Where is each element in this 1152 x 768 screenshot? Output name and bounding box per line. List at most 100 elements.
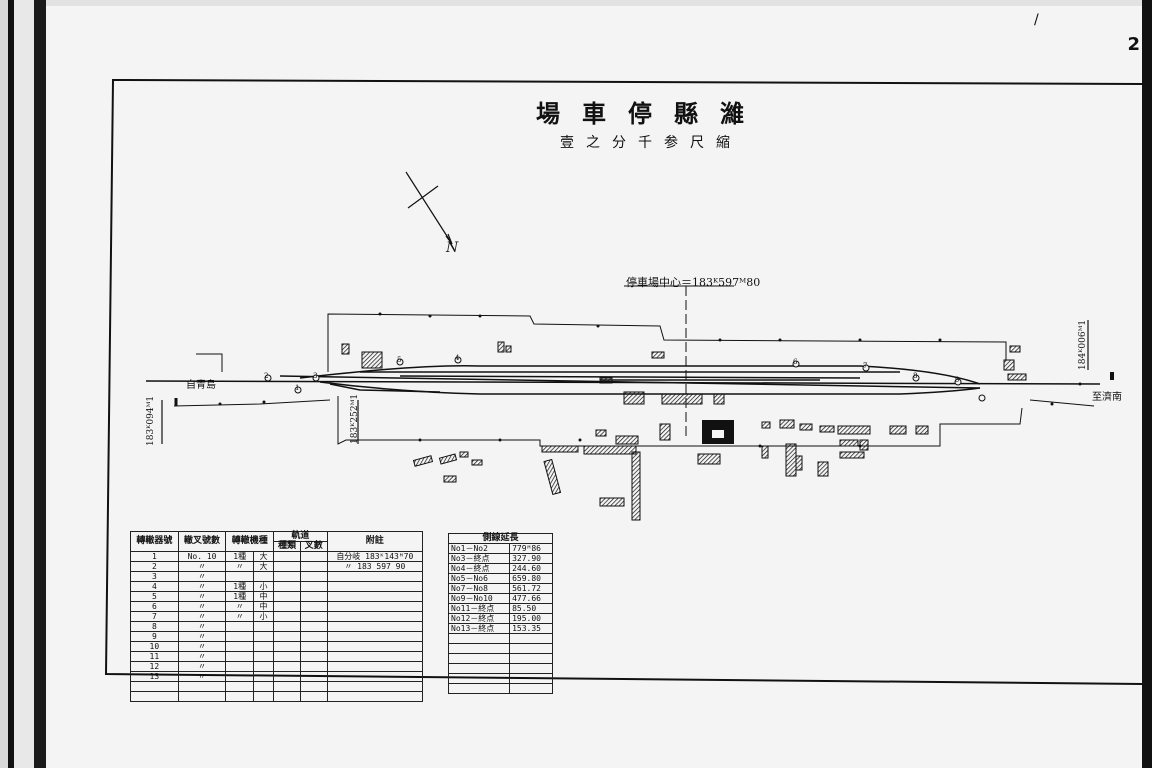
table-row [447, 643, 553, 654]
table-cell: 1種 [225, 551, 254, 562]
table-cell: No4－終点 [447, 563, 511, 574]
table-cell: 327.90 [509, 553, 553, 564]
table-cell: No7－No8 [447, 583, 511, 594]
table-cell [326, 621, 424, 632]
table-cell [299, 571, 328, 582]
table-cell: 大 [252, 551, 275, 562]
table-cell: 561.72 [509, 583, 553, 594]
table-cell [326, 591, 424, 602]
table-cell: 中 [252, 591, 275, 602]
table-cell [326, 651, 424, 662]
table-cell: 779ᴹ86 [509, 543, 553, 554]
table-cell [299, 651, 328, 662]
table-row: 5〃1種中 [130, 591, 424, 602]
table-row [130, 691, 424, 702]
direction-right-label: 至濟南 [1092, 392, 1122, 403]
switch-label: 7 [863, 362, 868, 370]
table-row: 11〃 [130, 651, 424, 662]
km-mid-label: 183ᴷ252ᴹ1 [350, 393, 360, 444]
table-cell [326, 661, 424, 672]
table-cell: 小 [252, 581, 275, 592]
table-cell [273, 651, 301, 662]
switch-label: 4 [455, 354, 460, 362]
table-cell [225, 651, 254, 662]
table-cell [273, 571, 301, 582]
table-cell: No12－終点 [447, 613, 511, 624]
table-cell: No13－終点 [447, 623, 511, 634]
table-cell [252, 671, 275, 682]
table-cell [225, 671, 254, 682]
map-frame [104, 78, 1143, 685]
table-cell: 659.80 [509, 573, 553, 584]
table-cell [252, 621, 275, 632]
table-cell: 〃 [177, 631, 227, 642]
switch-table-subheader: 叉數 [299, 541, 328, 552]
table-row [447, 653, 553, 664]
table-row: 12〃 [130, 661, 424, 672]
signal-dots [218, 312, 1082, 448]
table-cell: 9 [130, 631, 179, 642]
table-cell [299, 641, 328, 652]
table-row [447, 663, 553, 674]
switch-table-subheader: 種類 [273, 541, 301, 552]
table-cell [252, 651, 275, 662]
table-cell [299, 591, 328, 602]
table-cell: 大 [252, 561, 275, 572]
table-cell: 小 [252, 611, 275, 622]
table-row: 9〃 [130, 631, 424, 642]
table-cell: 3 [130, 571, 179, 582]
table-cell: 4 [130, 581, 179, 592]
switch-table-header: 軌道 [273, 531, 328, 542]
table-cell [299, 621, 328, 632]
table-cell: 〃 [177, 601, 227, 612]
switch-label: 8 [913, 372, 918, 380]
table-cell: 1 [130, 551, 179, 562]
table-cell: 7 [130, 611, 179, 622]
switch-label: 3 [313, 372, 318, 380]
table-cell [326, 641, 424, 652]
table-cell: 中 [252, 601, 275, 612]
table-cell [273, 641, 301, 652]
table-cell [299, 551, 328, 562]
table-cell [252, 661, 275, 672]
table-cell: 〃 [177, 611, 227, 622]
table-cell [299, 631, 328, 642]
table-cell [252, 571, 275, 582]
table-cell [326, 571, 424, 582]
table-cell [225, 621, 254, 632]
table-row: 8〃 [130, 621, 424, 632]
table-cell: 2 [130, 561, 179, 572]
table-cell [273, 611, 301, 622]
table-cell [225, 641, 254, 652]
table-cell: 〃 [225, 561, 254, 572]
table-cell: 〃 [225, 611, 254, 622]
table-cell: 〃 [177, 591, 227, 602]
switch-table-header: 轍叉號數 [177, 531, 227, 552]
siding-length-title: 側線延長 [448, 533, 553, 544]
table-cell: 1種 [225, 581, 254, 592]
table-cell: 8 [130, 621, 179, 632]
table-cell [252, 641, 275, 652]
scan-edge-left [0, 0, 46, 768]
table-cell: 195.00 [509, 613, 553, 624]
direction-left-label: 自青島 [186, 380, 216, 391]
switch-label: 9 [955, 376, 960, 384]
switch-label: 2 [264, 372, 269, 380]
table-cell [326, 671, 424, 682]
table-cell: 〃 [177, 561, 227, 572]
map-scale: 壹之分千参尺縮 [560, 135, 742, 151]
station-center-label: 停車場中心＝183ᴷ597ᴹ80 [626, 276, 761, 289]
table-cell [273, 561, 301, 572]
table-cell [273, 551, 301, 562]
switch-label: 1 [295, 384, 300, 392]
